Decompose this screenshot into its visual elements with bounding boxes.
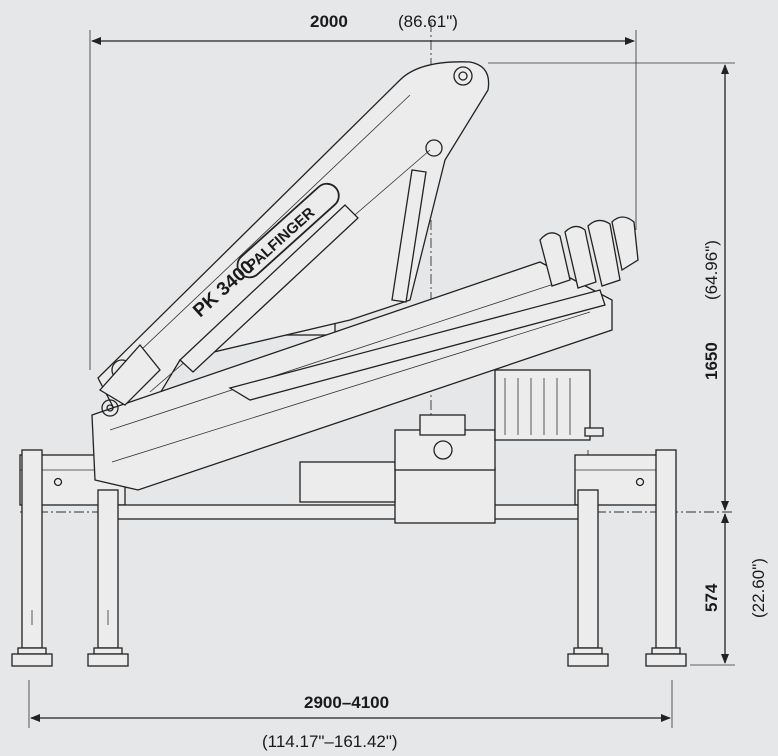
brand-oval [236, 182, 340, 279]
top-dimension-value: 2000 [310, 12, 348, 31]
right-dimensions [488, 62, 735, 666]
top-dimension-inches: (86.61") [398, 12, 458, 31]
upper-height-inches: (64.96") [702, 240, 721, 300]
lower-height-inches: (22.60") [749, 558, 768, 618]
control-valves [494, 369, 604, 441]
bottom-dimension-inches: (114.17"–161.42") [262, 732, 398, 751]
boom-tips [539, 216, 639, 289]
lower-height-value: 574 [702, 583, 721, 612]
bottom-dimension [28, 680, 673, 728]
outer-boom [91, 261, 613, 491]
upper-height-value: 1650 [702, 342, 721, 380]
bottom-dimension-value: 2900–4100 [304, 693, 389, 712]
stabilizer-legs [11, 449, 687, 667]
